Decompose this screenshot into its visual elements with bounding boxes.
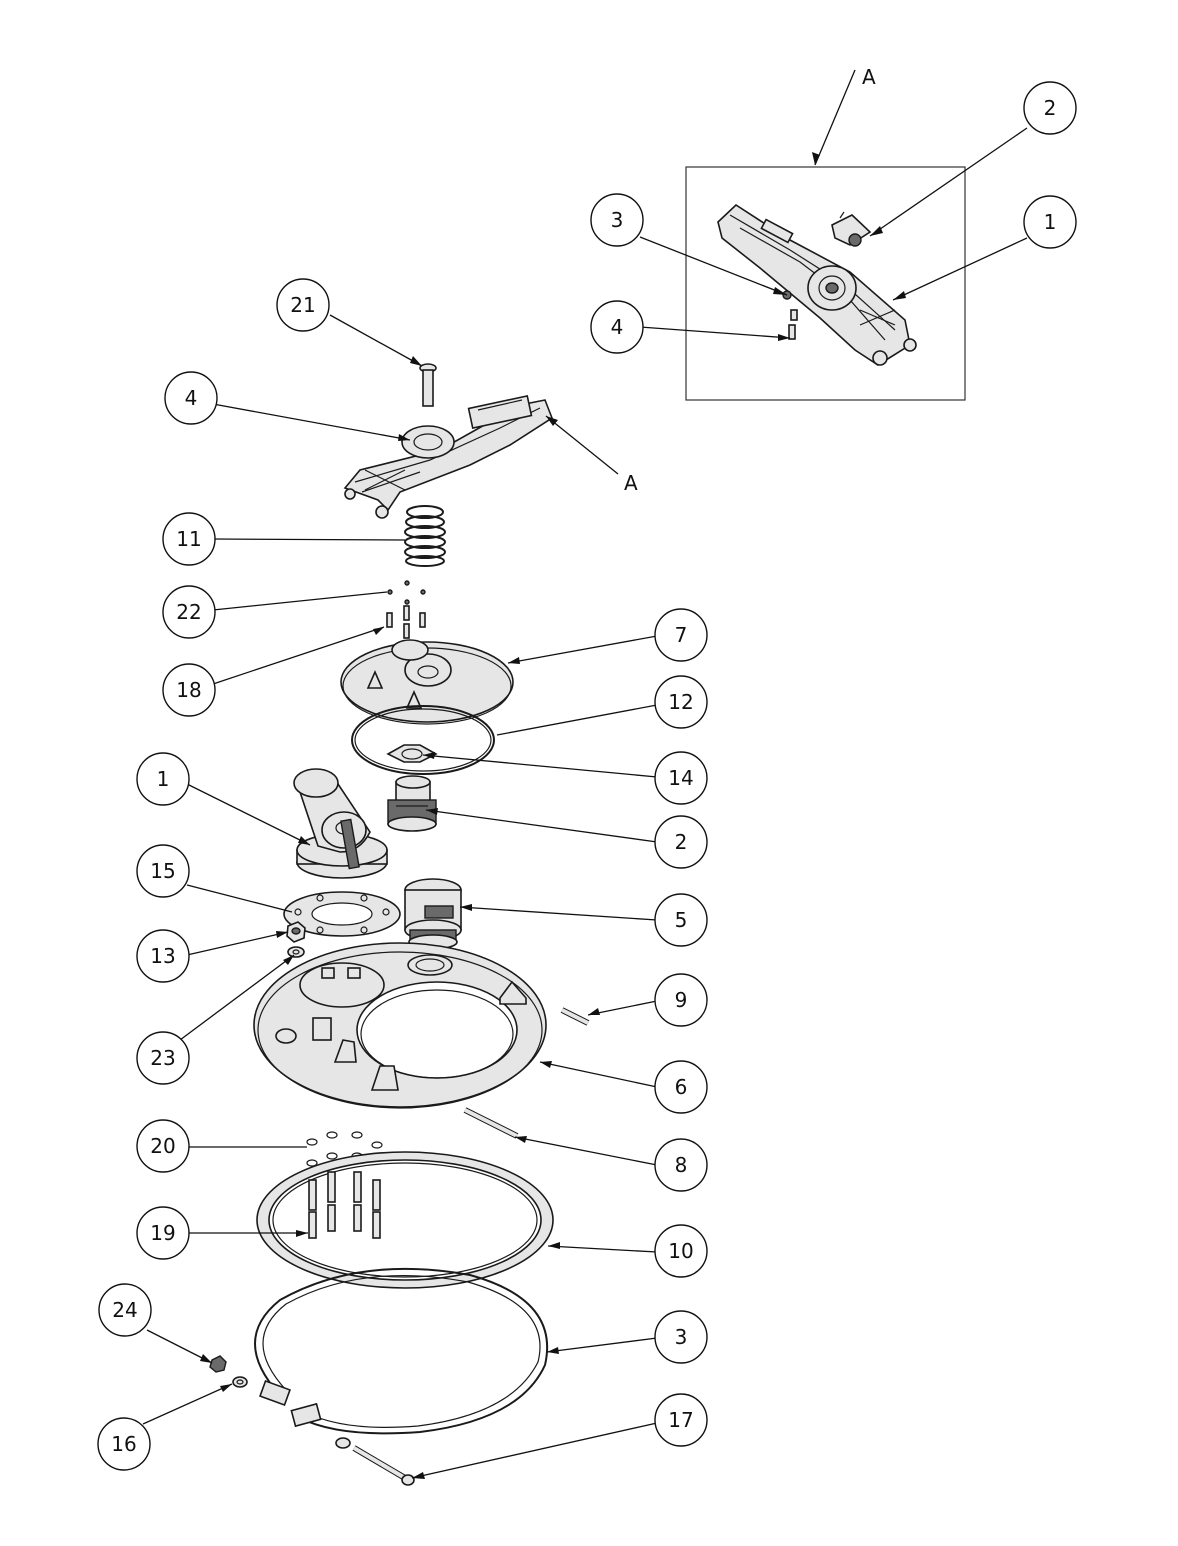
svg-text:6: 6: [675, 1075, 688, 1099]
detail-lever-part: [717, 203, 917, 366]
svg-text:23: 23: [150, 1046, 175, 1070]
svg-text:12: 12: [668, 690, 693, 714]
part-8-pin: [463, 1107, 519, 1139]
svg-text:4: 4: [185, 386, 198, 410]
balloon-detail-4: 4: [590, 300, 644, 354]
detail-a-arrowhead: [812, 152, 820, 165]
balloon-11: 11: [162, 512, 216, 566]
balloon-4: 4: [164, 371, 218, 425]
svg-text:20: 20: [150, 1134, 175, 1158]
detail-screw: [782, 290, 798, 340]
part-24-nut: [209, 1355, 227, 1373]
leader-lines: [142, 127, 1028, 1479]
svg-text:24: 24: [112, 1298, 137, 1322]
part-14-gasket: [386, 744, 438, 763]
svg-text:13: 13: [150, 944, 175, 968]
part-12-oring: [351, 705, 495, 775]
balloon-14: 14: [654, 751, 708, 805]
balloon-22: 22: [162, 585, 216, 639]
part-9-pin: [560, 1007, 590, 1026]
part-2-valve-stem: [387, 775, 437, 832]
part-5-cartridge: [404, 878, 462, 950]
svg-text:21: 21: [290, 293, 315, 317]
svg-text:1: 1: [1044, 210, 1057, 234]
svg-text:3: 3: [675, 1325, 688, 1349]
balloon-7: 7: [654, 608, 708, 662]
balloons: 2 3 1 4 21 4 11 22: [97, 81, 1077, 1471]
svg-text:15: 15: [150, 859, 175, 883]
svg-text:19: 19: [150, 1221, 175, 1245]
balloon-15: 15: [136, 844, 190, 898]
part-22-18-screws: [386, 580, 426, 639]
balloon-24: 24: [98, 1283, 152, 1337]
balloon-21: 21: [276, 278, 330, 332]
balloon-1: 1: [136, 752, 190, 806]
svg-text:2: 2: [675, 830, 688, 854]
balloon-10: 10: [654, 1224, 708, 1278]
part-1-handle: [293, 768, 388, 879]
section-label-a-side: A: [624, 471, 638, 495]
svg-text:5: 5: [675, 908, 688, 932]
svg-text:2: 2: [1044, 96, 1057, 120]
balloon-20: 20: [136, 1119, 190, 1173]
balloon-5: 5: [654, 893, 708, 947]
svg-text:18: 18: [176, 678, 201, 702]
svg-text:7: 7: [675, 623, 688, 647]
part-17-bolt: [335, 1437, 415, 1486]
part-23-washer: [287, 946, 305, 958]
balloon-detail-1: 1: [1023, 195, 1077, 249]
balloon-17: 17: [654, 1393, 708, 1447]
balloon-13: 13: [136, 929, 190, 983]
detail-view-a: [685, 69, 966, 401]
detail-label-a-top: A: [862, 65, 876, 89]
balloon-8: 8: [654, 1138, 708, 1192]
svg-text:11: 11: [176, 527, 201, 551]
svg-text:14: 14: [668, 766, 693, 790]
part-13-nut: [286, 921, 306, 943]
balloon-3: 3: [654, 1310, 708, 1364]
detail-switch-block: [831, 211, 872, 247]
part-10-gasket-ring: [256, 1151, 554, 1289]
svg-text:9: 9: [675, 988, 688, 1012]
svg-text:22: 22: [176, 600, 201, 624]
balloon-detail-2: 2: [1023, 81, 1077, 135]
part-15-flange-gasket: [283, 891, 401, 937]
balloon-12: 12: [654, 675, 708, 729]
balloon-detail-3: 3: [590, 193, 644, 247]
detail-view-frame: [685, 166, 966, 401]
part-11-spring: [404, 505, 446, 567]
section-a-leader: [545, 415, 619, 475]
svg-text:16: 16: [111, 1432, 136, 1456]
balloon-9: 9: [654, 973, 708, 1027]
part-21-pin: [419, 363, 437, 407]
svg-text:8: 8: [675, 1153, 688, 1177]
balloon-18: 18: [162, 663, 216, 717]
part-19-bolts: [308, 1171, 381, 1239]
balloon-16: 16: [97, 1417, 151, 1471]
balloon-2: 2: [654, 815, 708, 869]
svg-text:4: 4: [611, 315, 624, 339]
part-6-main-cover: [253, 942, 547, 1109]
section-a-arrowhead: [546, 416, 558, 426]
part-lever-main: [343, 395, 553, 519]
part-16-washer: [232, 1376, 248, 1388]
svg-text:1: 1: [157, 767, 170, 791]
balloon-23: 23: [136, 1031, 190, 1085]
svg-text:10: 10: [668, 1239, 693, 1263]
svg-text:3: 3: [611, 208, 624, 232]
balloon-6: 6: [654, 1060, 708, 1114]
part-3-clamp-band: [254, 1267, 549, 1435]
part-7-cover-plate: [340, 639, 514, 725]
balloon-19: 19: [136, 1206, 190, 1260]
svg-text:17: 17: [668, 1408, 693, 1432]
detail-a-leader: [814, 69, 856, 166]
